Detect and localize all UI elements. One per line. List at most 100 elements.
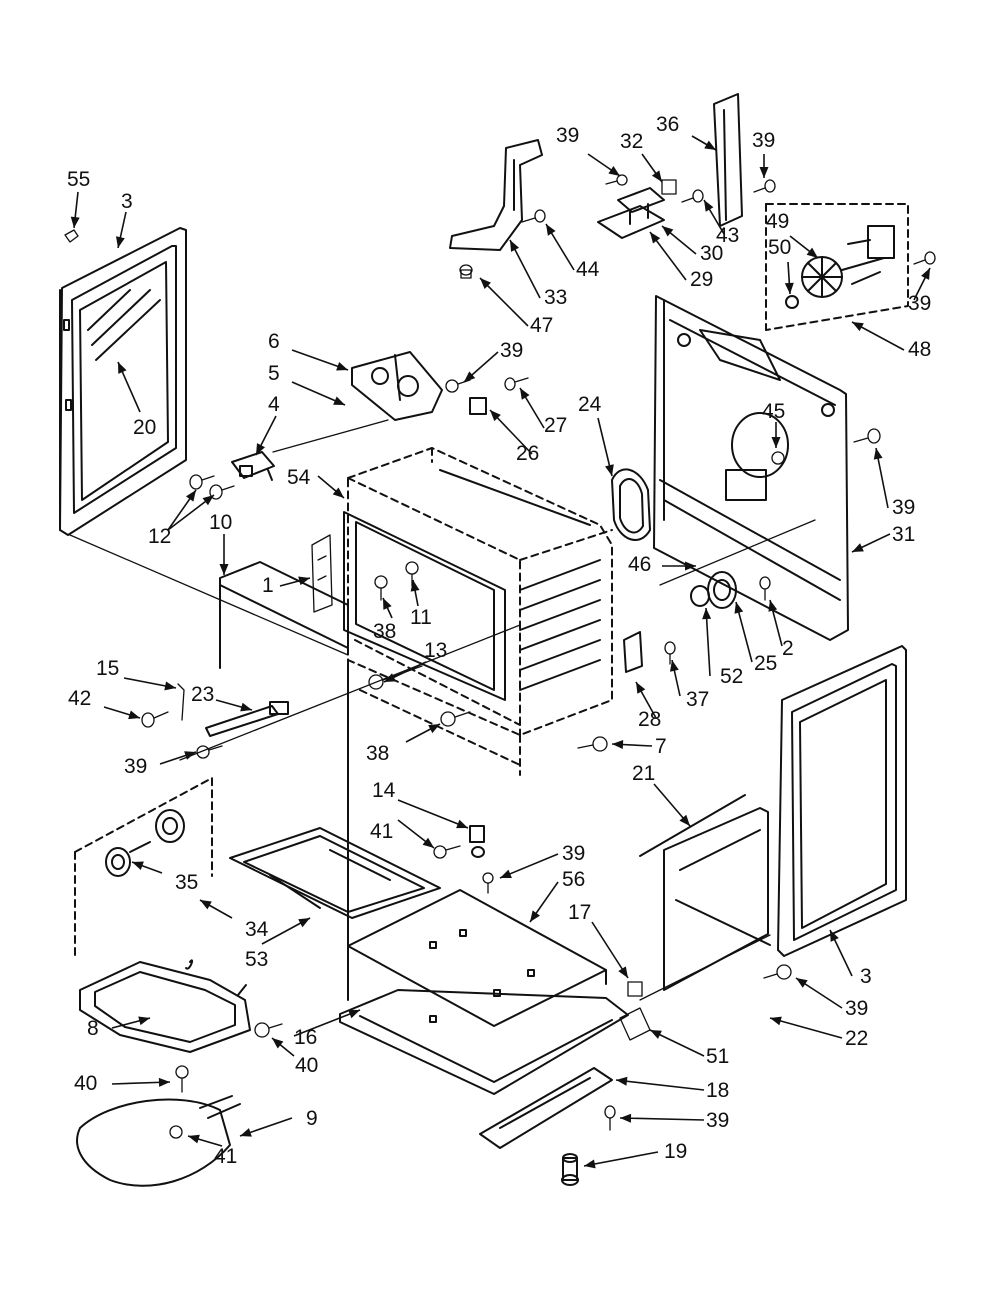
arrowhead (651, 170, 662, 182)
callout-labels: 55 3 20 6 5 4 12 54 10 1 38 11 13 15 42 … (67, 113, 931, 1168)
arrowhead (128, 710, 140, 720)
arrowhead (771, 437, 781, 448)
leveler-19 (561, 1153, 579, 1186)
callout-39: 39 (892, 496, 915, 519)
screw-39b (482, 872, 494, 894)
arrowhead (298, 918, 310, 928)
callout-44: 44 (576, 258, 600, 281)
oven-cavity (343, 447, 613, 1001)
left-side-panel (59, 227, 187, 536)
callout-12: 12 (148, 525, 171, 548)
leader-line (479, 277, 529, 327)
arrowhead (219, 564, 229, 575)
spacer-45 (771, 451, 785, 465)
callout-34: 34 (245, 918, 269, 941)
callout-25: 25 (754, 652, 777, 675)
standoff-47 (459, 264, 473, 279)
arrowhead (500, 869, 512, 878)
screw-27 (504, 377, 529, 391)
callout-39: 39 (500, 339, 523, 362)
duct-36 (713, 93, 743, 227)
arrowhead (422, 837, 434, 848)
callout-39: 39 (556, 124, 579, 147)
tray-53 (229, 827, 441, 919)
callout-2: 2 (782, 637, 794, 660)
callout-39: 39 (845, 997, 868, 1020)
callout-56: 56 (562, 868, 585, 891)
callout-5: 5 (268, 362, 280, 385)
leader-line (583, 1151, 659, 1167)
callout-22: 22 (845, 1027, 868, 1050)
callout-43: 43 (716, 224, 739, 247)
arrowhead (200, 900, 212, 910)
callout-46: 46 (628, 553, 651, 576)
arrowhead (480, 278, 491, 289)
gasket-52 (690, 585, 710, 607)
callout-24: 24 (578, 393, 602, 416)
arrowhead (852, 322, 864, 332)
callout-39: 39 (706, 1109, 729, 1132)
screw-38b (440, 711, 471, 727)
arrowhead (118, 362, 127, 374)
callout-8: 8 (87, 1017, 99, 1040)
terminal-block-30 (617, 187, 665, 225)
arrowhead (240, 702, 252, 712)
clip-15 (177, 683, 185, 721)
screw-39e (853, 428, 881, 444)
arrowhead (240, 1128, 252, 1137)
callout-47: 47 (530, 314, 553, 337)
callout-7: 7 (655, 735, 667, 758)
arrowhead (272, 1038, 284, 1049)
bottom-panel-56 (347, 889, 607, 1027)
control-bracket (351, 351, 443, 421)
arrowhead (456, 819, 468, 829)
arrowhead (186, 490, 196, 502)
leader-line (615, 1079, 705, 1091)
clip-17 (627, 981, 643, 997)
callout-1: 1 (262, 574, 274, 597)
arrowhead (384, 673, 396, 682)
leader-arrows (70, 135, 931, 1169)
arrowhead (332, 487, 344, 498)
arrowhead (784, 282, 794, 294)
arrowhead (612, 740, 624, 750)
callout-20: 20 (133, 416, 156, 439)
screw-7 (577, 736, 608, 752)
callout-19: 19 (664, 1140, 687, 1163)
callout-50: 50 (768, 236, 791, 259)
callout-13: 13 (424, 639, 447, 662)
callout-9: 9 (306, 1107, 318, 1130)
right-side-panel (777, 645, 907, 957)
bake-element-8 (79, 959, 251, 1053)
gasket-24 (611, 468, 651, 542)
arrowhead (490, 410, 501, 422)
arrowhead (768, 600, 778, 612)
arrowhead (336, 362, 348, 371)
arrowhead (202, 495, 214, 506)
sensor-13 (368, 665, 423, 690)
callout-38: 38 (366, 742, 389, 765)
callout-32: 32 (620, 130, 643, 153)
callout-17: 17 (568, 901, 591, 924)
callout-26: 26 (516, 442, 539, 465)
screw-41b (169, 1125, 183, 1139)
arrowhead (132, 861, 144, 871)
leader-line (591, 921, 629, 979)
callout-4: 4 (268, 393, 280, 416)
arrowhead (188, 1134, 200, 1144)
arrowhead (650, 232, 661, 244)
arrowhead (685, 561, 696, 571)
screw-37 (664, 641, 676, 665)
arrowhead (650, 1030, 662, 1039)
bracket-28 (623, 631, 643, 673)
callout-18: 18 (706, 1079, 729, 1102)
callout-6: 6 (268, 330, 280, 353)
arrowhead (520, 388, 530, 400)
callout-29: 29 (690, 268, 713, 291)
arrowhead (164, 681, 176, 691)
arrowhead (873, 448, 883, 460)
screw-2 (759, 576, 771, 601)
callout-30: 30 (700, 242, 723, 265)
arrowhead (796, 978, 808, 988)
